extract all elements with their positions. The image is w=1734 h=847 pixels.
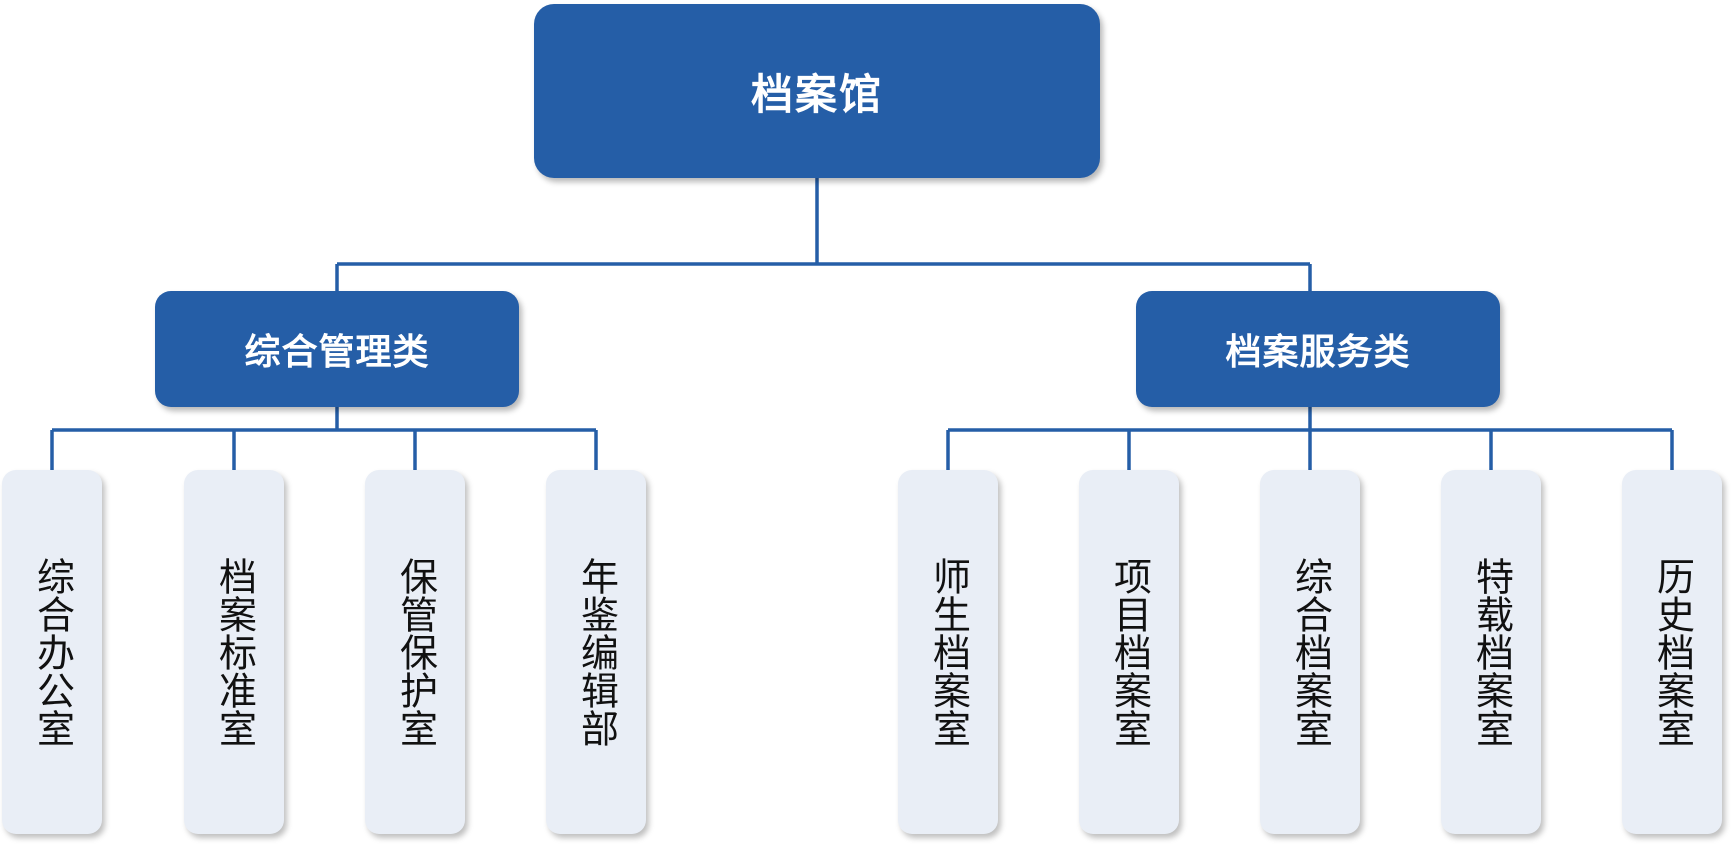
branch-node-label: 综合管理类	[244, 332, 430, 373]
leaf-node-general-archive: 综合档案室	[1260, 470, 1360, 834]
leaf-node-label: 保管保护室	[393, 557, 438, 747]
leaf-node-special-archive: 特载档案室	[1441, 470, 1541, 834]
leaf-node-standards-room: 档案标准室	[184, 470, 284, 834]
leaf-node-project-archive: 项目档案室	[1079, 470, 1179, 834]
leaf-node-label: 综合办公室	[30, 557, 75, 747]
branch-node-management: 综合管理类	[155, 291, 519, 407]
root-node: 档案馆	[534, 4, 1100, 178]
leaf-node-preservation-room: 保管保护室	[365, 470, 465, 834]
leaf-node-label: 师生档案室	[926, 557, 971, 747]
leaf-node-label: 特载档案室	[1469, 557, 1514, 747]
leaf-node-yearbook-dept: 年鉴编辑部	[546, 470, 646, 834]
leaf-node-staff-student-archive: 师生档案室	[898, 470, 998, 834]
branch-node-services: 档案服务类	[1136, 291, 1500, 407]
branch-node-label: 档案服务类	[1225, 332, 1411, 373]
leaf-node-label: 历史档案室	[1650, 557, 1695, 747]
leaf-node-history-archive: 历史档案室	[1622, 470, 1722, 834]
leaf-node-label: 档案标准室	[212, 557, 257, 747]
leaf-node-label: 综合档案室	[1288, 557, 1333, 747]
leaf-node-general-office: 综合办公室	[2, 470, 102, 834]
root-node-label: 档案馆	[750, 69, 883, 119]
leaf-node-label: 年鉴编辑部	[574, 557, 619, 747]
leaf-node-label: 项目档案室	[1107, 557, 1152, 747]
